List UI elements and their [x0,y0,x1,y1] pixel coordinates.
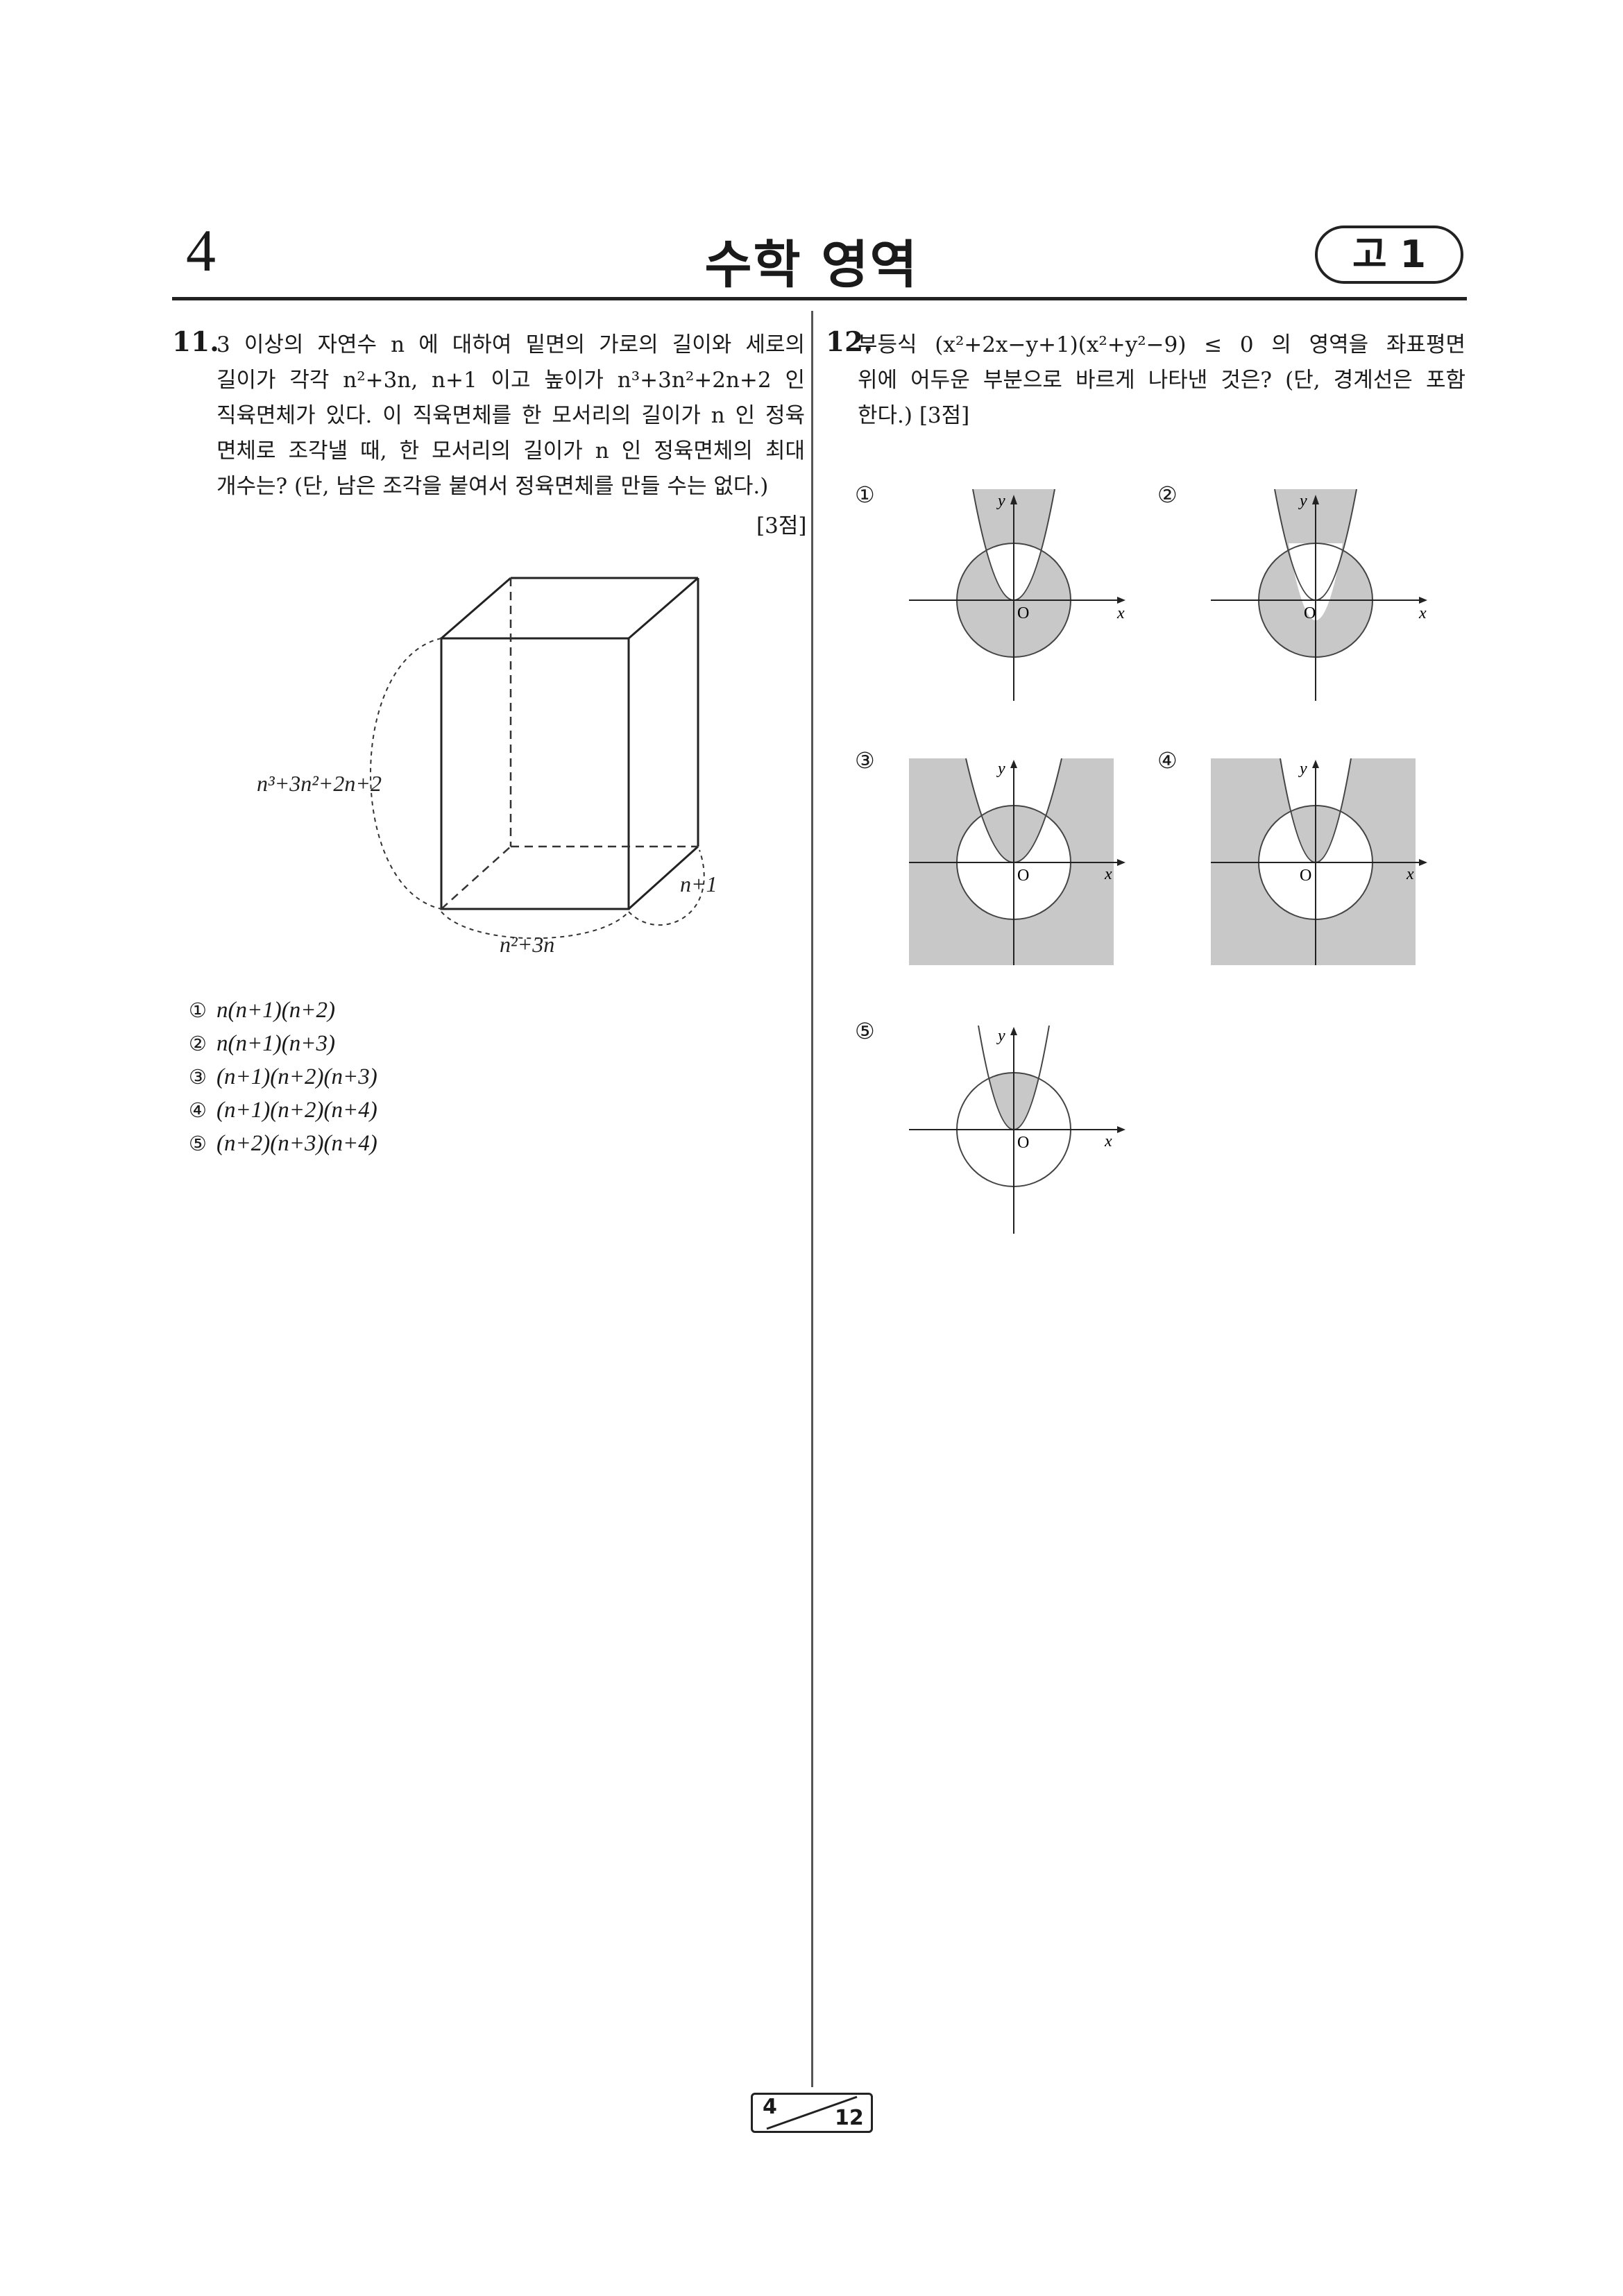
graph-2-y-label: y [1298,492,1307,510]
header-rule [172,297,1467,300]
width-label: n²+3n [500,932,554,957]
graph-3-x-label: x [1104,865,1112,883]
height-label: n³+3n²+2n+2 [257,771,382,796]
question-12-line: 부등식 (x²+2x−y+1)(x²+y²−9) ≤ 0 의 영역을 좌표평면 [858,332,1465,357]
graph-2: x y O [1211,489,1427,701]
choice-1[interactable]: ① n(n+1)(n+2) [189,994,377,1027]
graph-1: x y O [909,489,1125,701]
graph-3-y-label: y [996,760,1005,778]
graph-4-x-label: x [1406,865,1414,883]
question-11-text: 3 이상의 자연수 n 에 대하여 밑면의 가로의 길이와 세로의 길이가 각각… [216,328,805,504]
graph-2-mark[interactable]: ② [1157,482,1178,508]
graph-5-x-label: x [1104,1132,1112,1150]
graph-3-origin-label: O [1017,867,1029,885]
graph-5-y-label: y [996,1027,1005,1045]
choice-mark: ① [189,998,207,1022]
graph-1-y-label: y [996,492,1005,510]
page-indicator-slash [766,2095,858,2130]
question-11-line: 길이가 각각 n²+3n, n+1 이고 높이가 n³+3n²+2n+2 인 [216,368,805,393]
choice-text: (n+1)(n+2)(n+4) [216,1098,377,1123]
cuboid-front-face [440,637,630,910]
page-indicator: 4 12 [751,2093,873,2133]
graph-1-mark[interactable]: ① [855,482,875,508]
choice-4[interactable]: ④ (n+1)(n+2)(n+4) [189,1094,377,1127]
choice-mark: ③ [189,1065,207,1089]
graph-5: x y O [909,1026,1125,1234]
choice-mark: ⑤ [189,1132,207,1155]
question-11-line: 직육면체가 있다. 이 직육면체를 한 모서리의 길이가 n 인 정육 [216,403,805,428]
choice-text: n(n+1)(n+2) [216,998,335,1023]
question-11-line: 3 이상의 자연수 n 에 대하여 밑면의 가로의 길이와 세로의 [216,332,805,357]
graph-3: x y O [909,758,1125,965]
choice-3[interactable]: ③ (n+1)(n+2)(n+3) [189,1060,377,1094]
page-indicator-total: 12 [835,2106,864,2130]
column-divider [811,311,813,2087]
graph-2-x-label: x [1418,604,1427,622]
grade-badge: 고 1 [1315,226,1463,284]
cuboid-figure: n³+3n²+2n+2 n²+3n n+1 [257,577,717,957]
page-number: 4 [186,217,216,284]
question-11-choices: ① n(n+1)(n+2) ② n(n+1)(n+3) ③ (n+1)(n+2)(n+… [189,994,377,1160]
page-indicator-current: 4 [763,2095,777,2119]
question-11-line: 개수는? (단, 남은 조각을 붙여서 정육면체를 만들 수는 없다.) [216,474,769,499]
page-title: 수학 영역 [704,235,919,295]
graph-5-mark[interactable]: ⑤ [855,1018,875,1044]
graph-4: x y O [1211,758,1427,965]
question-12-line: 위에 어두운 부분으로 바르게 나타낸 것은? (단, 경계선은 포함 [858,368,1465,393]
question-11-number: 11. [172,326,219,358]
graph-4-origin-label: O [1300,867,1311,885]
question-12-line: 한다.) [3점] [858,403,970,428]
graph-4-mark[interactable]: ④ [1157,747,1178,774]
question-11-points: [3점] [756,513,807,538]
choice-mark: ② [189,1032,207,1055]
graph-5-origin-label: O [1017,1134,1029,1152]
graph-4-y-label: y [1298,760,1307,778]
choice-text: (n+2)(n+3)(n+4) [216,1131,377,1156]
choice-text: (n+1)(n+2)(n+3) [216,1064,377,1089]
choice-text: n(n+1)(n+3) [216,1031,335,1056]
depth-label: n+1 [680,871,717,896]
depth-dimension-arc [628,849,705,926]
graph-3-mark[interactable]: ③ [855,747,875,774]
choice-mark: ④ [189,1098,207,1122]
question-11-line: 면체로 조각낼 때, 한 모서리의 길이가 n 인 정육면체의 최대 [216,439,805,464]
graph-1-x-label: x [1116,604,1125,622]
question-12-number: 12. [826,326,873,358]
choice-2[interactable]: ② n(n+1)(n+3) [189,1027,377,1060]
graph-1-origin-label: O [1017,604,1029,622]
question-12-text: 부등식 (x²+2x−y+1)(x²+y²−9) ≤ 0 의 영역을 좌표평면 … [858,328,1465,434]
width-dimension-arc [441,911,629,939]
graph-2-origin-label: O [1304,604,1316,622]
choice-5[interactable]: ⑤ (n+2)(n+3)(n+4) [189,1127,377,1160]
